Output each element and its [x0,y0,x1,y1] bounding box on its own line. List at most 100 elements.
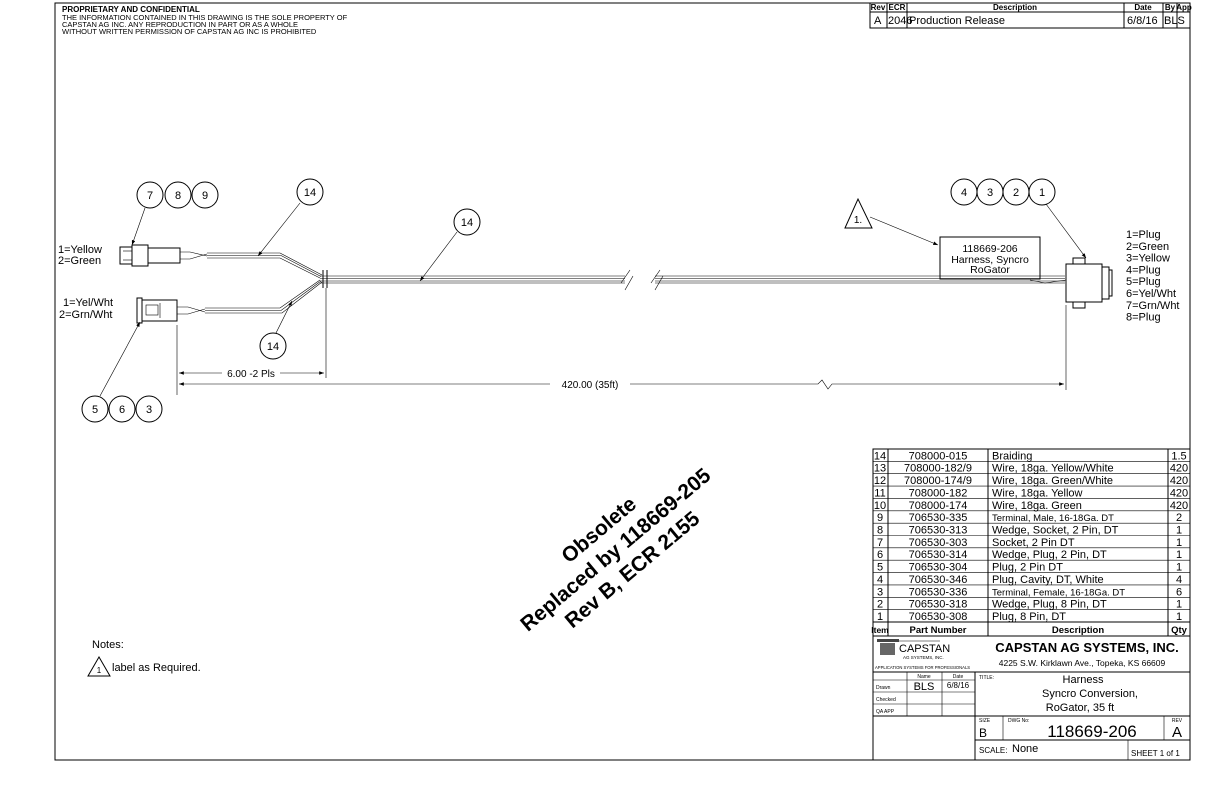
note-number: 1 [97,666,102,675]
bom-qty: 420 [1170,463,1188,475]
plug-connector-2pin [136,297,178,324]
notice-line: WITHOUT WRITTEN PERMISSION OF CAPSTAN AG… [62,27,317,36]
bom-description: Plug, 2 Pin DT [992,562,1063,574]
bom-description: Plug, Cavity, DT, White [992,574,1104,586]
bom-description: Plug, 8 Pin, DT [992,611,1066,623]
ecr-header: ECR [889,3,906,12]
name-label: Name [917,674,931,680]
bom-qty: 1.5 [1171,450,1186,462]
title-line: Harness [1063,674,1104,686]
bom-header-description: Description [1052,625,1104,636]
harness-label: 118669-206 Harness, Syncro RoGator [939,236,1041,280]
bom-qty: 420 [1170,487,1188,499]
bom-qty: 1 [1176,611,1182,623]
checked-label: Checked [876,697,896,703]
bom-item: 7 [877,537,883,549]
app-header: App [1176,3,1192,12]
pin-label: 2=Green [1126,241,1169,253]
pin-label: 2=Grn/Wht [59,309,113,321]
plug-connector-8pin [1065,257,1113,309]
rev-by: BLS [1164,15,1185,27]
bom-part-number: 708000-174 [909,500,968,512]
bom-part-number: 708000-174/9 [904,475,972,487]
balloon-number: 8 [175,190,181,202]
rev-header: Rev [871,3,886,12]
pin-label: 3=Yellow [1126,253,1170,265]
bom-description: Wire, 18ga. Green [992,500,1082,512]
item-balloon: 1 [1028,178,1056,206]
dwg-label: DWG No: [1008,718,1029,724]
item-balloon: 14 [453,208,481,236]
bom-part-number: 706530-336 [909,586,968,598]
bom-item: 8 [877,525,883,537]
scale-label: SCALE: [979,746,1007,755]
bom-description: Wedge, Socket, 2 Pin, DT [992,525,1119,537]
note-flag-triangle: 1. [844,197,939,246]
bom-part-number: 706530-308 [909,611,968,623]
pin-label: 5=Plug [1126,276,1161,288]
bom-qty: 1 [1176,562,1182,574]
pin-label: 2=Green [58,255,101,267]
pin-label: 6=Yel/Wht [1126,288,1176,300]
sheet-number: SHEET 1 of 1 [1131,749,1180,758]
item-balloon: 4 [950,178,978,206]
watermark-line: Replaced by 118669-205 [516,464,715,636]
logo-sub: AG SYSTEMS, INC. [903,655,944,660]
company-name: CAPSTAN AG SYSTEMS, INC. [995,640,1178,655]
bom-item: 2 [877,599,883,611]
label-model: RoGator [970,264,1010,276]
bom-qty: 1 [1176,525,1182,537]
ecr-value: 2046 [888,15,912,27]
item-balloon: 9 [191,181,219,209]
bom-part-number: 708000-182/9 [904,463,972,475]
bom-header-item: Item [871,625,889,635]
date-label: Date [953,674,964,680]
socket-connector-2pin [119,244,181,267]
dimensions: 6.00 -2 Pls 420.00 (35ft) [176,288,1067,395]
revision-table: Rev ECR Description Date By App A 2046 P… [869,2,1192,29]
bom-description: Terminal, Male, 16-18Ga. DT [992,513,1114,524]
bom-qty: 1 [1176,549,1182,561]
bom-header-part: Part Number [909,625,966,636]
item-balloon: 5 [81,395,109,423]
obsolete-watermark: Obsolete Replaced by 118669-205 Rev B, E… [516,464,715,636]
item-balloon: 14 [296,178,324,206]
lower-branch-wires [177,279,323,315]
bom-description: Wire, 18ga. Green/White [992,475,1113,487]
rev-label: REV [1172,718,1183,724]
balloon-number: 14 [461,217,473,229]
title-label: TITLE: [979,675,994,681]
size-label: SIZE [979,718,991,724]
bom-item: 13 [874,463,886,475]
leader-line [275,300,293,334]
sheet-border [54,2,1191,761]
bom-part-number: 706530-314 [909,549,968,561]
bom-qty: 6 [1176,586,1182,598]
logo-tagline: APPLICATION SYSTEMS FOR PROFESSIONALS [875,665,970,670]
leader-line [131,207,146,246]
bom-item: 9 [877,512,883,524]
item-balloon: 6 [108,395,136,423]
bom-description: Wire, 18ga. Yellow/White [992,463,1114,475]
bom-part-number: 706530-303 [909,537,968,549]
dimension-short: 6.00 -2 Pls [227,369,275,380]
drawing-number: 118669-206 [1047,722,1137,741]
notes: Notes: 1 label as Required. [87,639,201,677]
bom-part-number: 708000-182 [909,487,968,499]
bom-description: Braiding [992,450,1032,462]
dimension-long: 420.00 (35ft) [562,380,619,391]
pin-label: 7=Grn/Wht [1126,300,1180,312]
by-header: By [1165,3,1176,12]
notice-line: CAPSTAN AG INC. ANY REPRODUCTION IN PART… [62,20,298,29]
bom-qty: 4 [1176,574,1182,586]
bom-qty: 1 [1176,537,1182,549]
bom-description: Wedge, Plug, 2 Pin, DT [992,549,1107,561]
item-balloon: 7 [136,181,164,209]
